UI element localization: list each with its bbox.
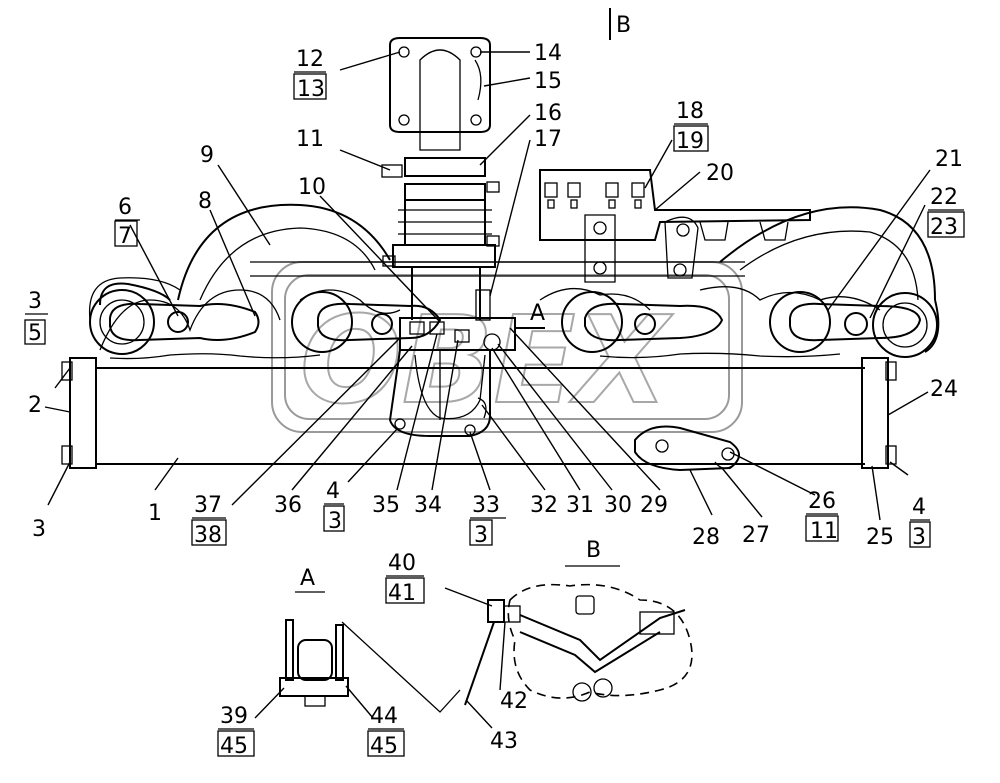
label-13: 13	[297, 77, 325, 102]
detail-a-title: A	[300, 566, 315, 591]
label-5: 5	[28, 321, 42, 346]
label-41: 41	[388, 581, 416, 606]
label-32: 32	[530, 493, 558, 518]
label-4-left: 3	[28, 289, 42, 314]
label-20: 20	[706, 161, 734, 186]
label-1: 1	[148, 501, 162, 526]
label-30: 30	[604, 493, 632, 518]
label-34: 34	[414, 493, 442, 518]
label-6: 6	[118, 195, 132, 220]
view-b-marker: B	[609, 8, 631, 40]
label-35: 35	[372, 493, 400, 518]
label-45-left: 45	[220, 734, 248, 759]
label-12: 12	[296, 47, 324, 72]
label-3-right: 3	[912, 525, 926, 550]
label-28: 28	[692, 525, 720, 550]
top-bracket	[539, 169, 811, 283]
label-33: 33	[472, 493, 500, 518]
cut-a-marker: A	[515, 301, 545, 329]
label-38: 38	[194, 523, 222, 548]
detail-a: A	[279, 566, 461, 713]
label-23: 23	[930, 215, 958, 240]
label-22: 22	[930, 185, 958, 210]
label-29: 29	[640, 493, 668, 518]
label-15: 15	[534, 69, 562, 94]
callout-labels: 3 5 2 3 1 6 7 8 9 10 11 12 13 14 15 16 1…	[24, 41, 965, 759]
label-19: 19	[676, 129, 704, 154]
detail-b-title: B	[586, 538, 601, 563]
label-26: 26	[808, 489, 836, 514]
label-44: 44	[370, 704, 398, 729]
label-40: 40	[388, 551, 416, 576]
label-4-mid: 4	[326, 479, 340, 504]
riser-pipe	[381, 37, 500, 321]
label-17: 17	[534, 127, 562, 152]
label-18: 18	[676, 99, 704, 124]
label-3-left: 3	[32, 517, 46, 542]
label-43: 43	[490, 729, 518, 754]
label-3-lower: 3	[474, 523, 488, 548]
label-9: 9	[200, 143, 214, 168]
label-2: 2	[28, 393, 42, 418]
label-21: 21	[935, 147, 963, 172]
view-b-marker-label: B	[616, 13, 631, 38]
label-4-right: 4	[912, 495, 926, 520]
label-27: 27	[742, 523, 770, 548]
label-11-right: 11	[810, 519, 838, 544]
leader-lines	[44, 51, 931, 729]
watermark-text: ОВЕХ	[300, 292, 673, 431]
label-42: 42	[500, 689, 528, 714]
label-7: 7	[118, 224, 132, 249]
label-24: 24	[930, 377, 958, 402]
label-11: 11	[296, 127, 324, 152]
label-14: 14	[534, 41, 562, 66]
label-31: 31	[566, 493, 594, 518]
watermark: ОВЕХ	[271, 261, 743, 433]
label-8: 8	[198, 189, 212, 214]
label-10: 10	[298, 175, 326, 200]
label-37: 37	[194, 493, 222, 518]
label-16: 16	[534, 101, 562, 126]
label-45-right: 45	[370, 734, 398, 759]
label-25: 25	[866, 525, 894, 550]
label-3-mid: 3	[328, 509, 342, 534]
manifold-body	[61, 203, 940, 469]
label-39: 39	[220, 704, 248, 729]
detail-b: B	[464, 538, 693, 706]
label-36: 36	[274, 493, 302, 518]
cut-a-marker-label: A	[530, 301, 545, 326]
